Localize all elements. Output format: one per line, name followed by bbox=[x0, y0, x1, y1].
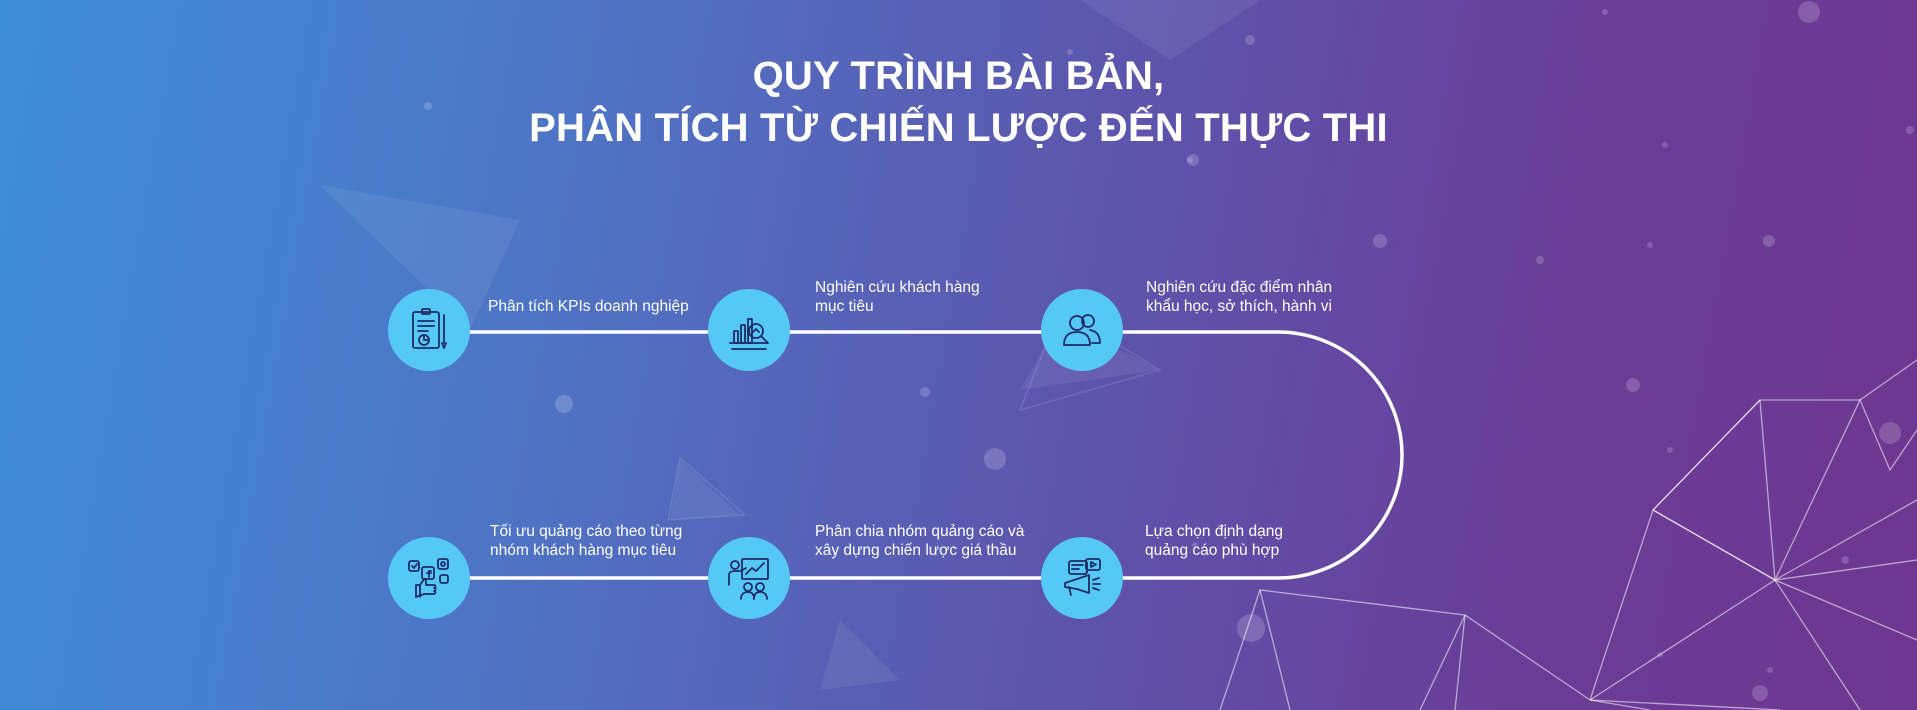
step-label-2: Nghiên cứu khách hàng mục tiêu bbox=[815, 279, 980, 315]
page-title-line-2: PHÂN TÍCH TỪ CHIẾN LƯỢC ĐẾN THỰC THI bbox=[529, 106, 1388, 150]
page-title-line-1: QUY TRÌNH BÀI BẢN, bbox=[752, 54, 1165, 98]
kpi-checklist-icon bbox=[388, 289, 470, 371]
step-label-4: Lựa chọn định dạng quảng cáo phù hợp bbox=[1145, 523, 1283, 559]
step-label-5: Phân chia nhóm quảng cáo và xây dựng chi… bbox=[815, 523, 1025, 559]
presentation-group-icon bbox=[708, 537, 790, 619]
step-label-1: Phân tích KPIs doanh nghiệp bbox=[488, 298, 689, 315]
research-chart-icon bbox=[708, 289, 790, 371]
social-thumbs-up-icon bbox=[388, 537, 470, 619]
users-icon bbox=[1041, 289, 1123, 371]
step-label-3: Nghiên cứu đặc điểm nhân khẩu học, sở th… bbox=[1146, 279, 1333, 315]
megaphone-video-icon bbox=[1041, 537, 1123, 619]
step-label-6: Tối ưu quảng cáo theo từng nhóm khách hà… bbox=[490, 523, 683, 559]
